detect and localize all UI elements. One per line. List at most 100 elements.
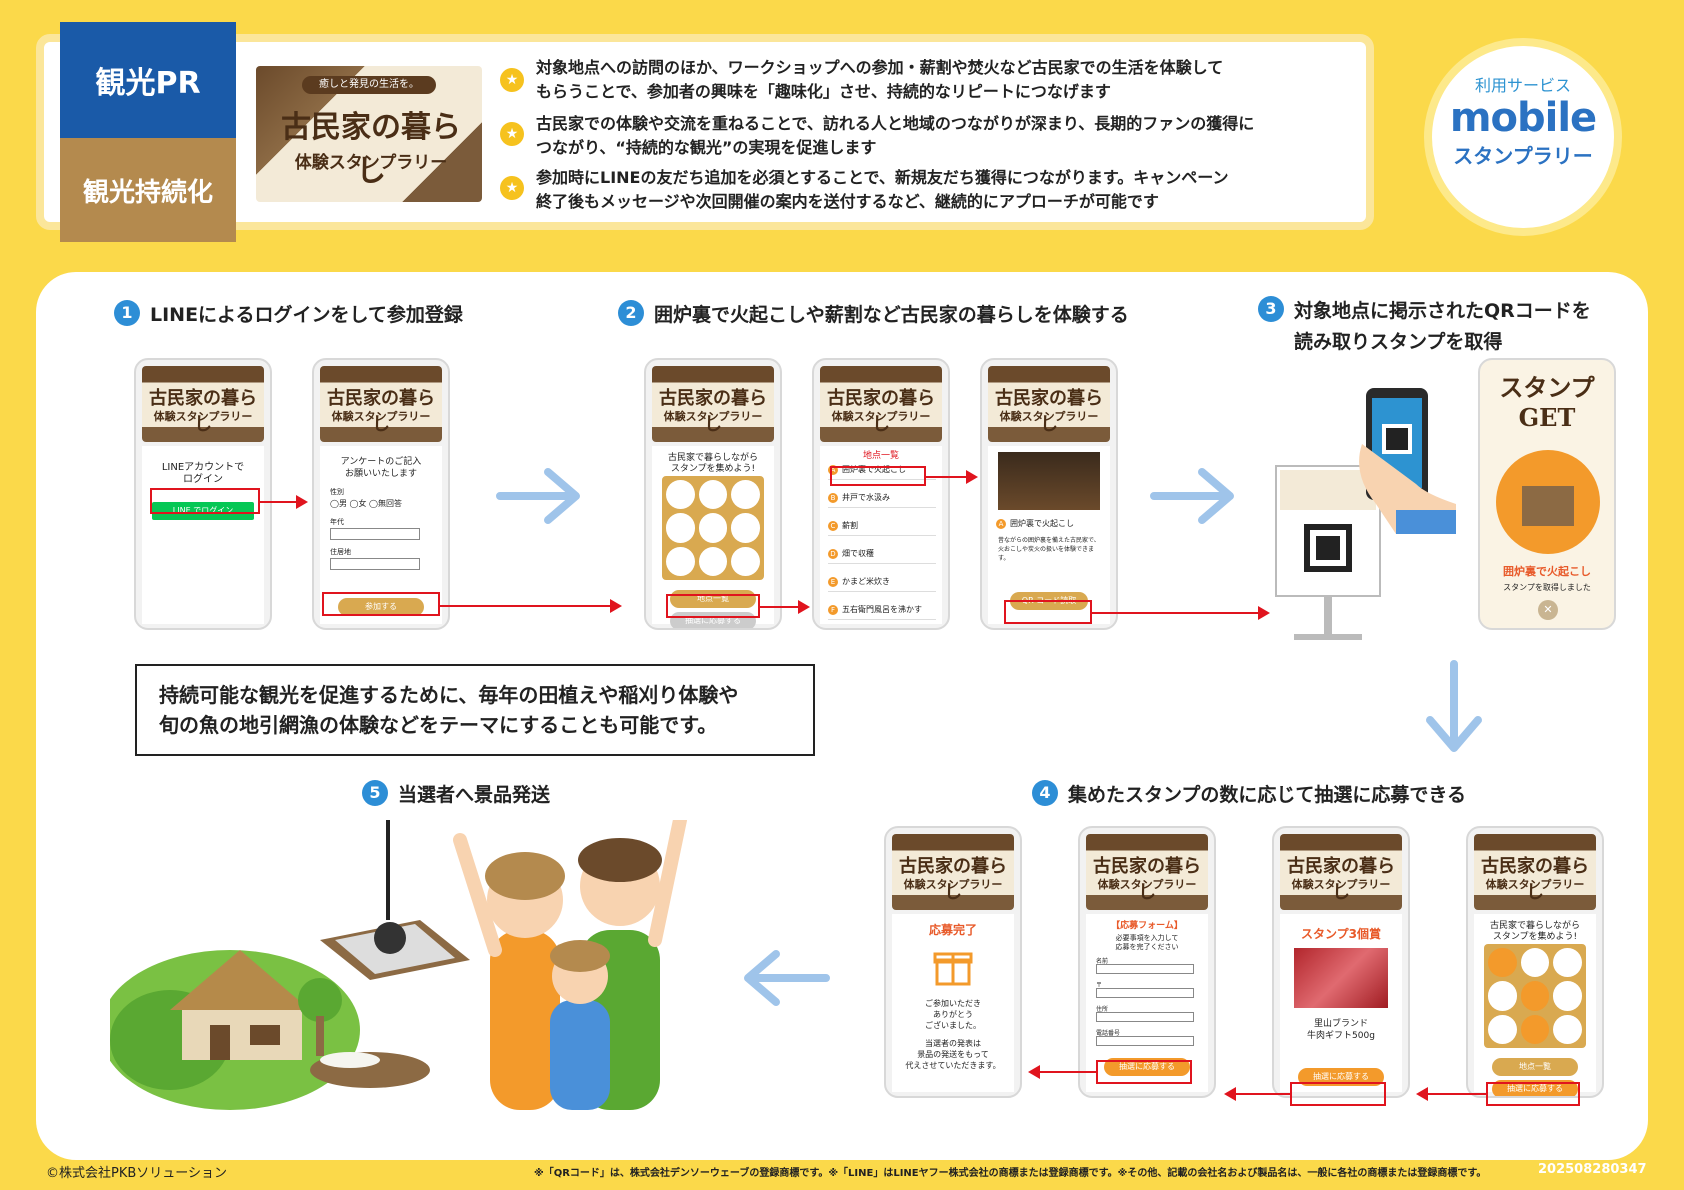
- stamp-slot: [1520, 948, 1550, 978]
- phone-header-title: 古民家の暮らし: [1287, 856, 1395, 903]
- prize-delivery-illustration: [110, 820, 687, 1110]
- phone-header-title: 古民家の暮らし: [149, 388, 257, 435]
- phone-apply-complete: 古民家の暮らし体験スタンプラリー 応募完了 ご参加いただき ありがとう ございま…: [884, 826, 1022, 1098]
- step-5-number: 5: [362, 780, 388, 806]
- highlight-box: [1004, 600, 1092, 624]
- phone-header-subtitle: 体験スタンプラリー: [331, 410, 431, 423]
- phone-header: 古民家の暮らし体験スタンプラリー: [820, 366, 942, 442]
- bullet-1: 対象地点への訪問のほか、ワークショップへの参加・薪割や焚火など古民家での生活を体…: [536, 56, 1356, 104]
- spot-marker-icon: B: [828, 492, 838, 503]
- phone-header: 古民家の暮らし体験スタンプラリー: [1280, 834, 1402, 910]
- footer-copyright: ©株式会社PKBソリューション: [46, 1166, 228, 1181]
- red-arrow-head: [798, 600, 810, 614]
- star-icon: ★: [500, 176, 524, 200]
- spot-label: 五右衛門風呂を沸かす: [842, 605, 922, 614]
- note-box: 持続可能な観光を促進するために、毎年の田植えや稲刈り体験や 旬の魚の地引網漁の体…: [135, 664, 815, 756]
- service-label: 利用サービス: [1474, 76, 1571, 95]
- form-label-zip: 〒: [1096, 982, 1103, 989]
- spot-list-button[interactable]: 地点一覧: [1492, 1058, 1578, 1076]
- step-3-title: 3 対象地点に掲示されたQRコードを 読み取りスタンプを取得: [1258, 296, 1591, 354]
- bullet-3: 参加時にLINEの友だち追加を必須とすることで、新規友だち獲得につながります。キ…: [536, 166, 1356, 214]
- spot-marker-icon: E: [828, 576, 838, 587]
- stamp-grid: [1484, 944, 1586, 1048]
- red-arrow-head: [1028, 1065, 1040, 1079]
- form-text-1: 必要事項を入力して: [1115, 934, 1179, 942]
- footer-code: 202508280347: [1538, 1162, 1647, 1177]
- red-connector: [440, 605, 610, 607]
- spot-marker-icon: F: [828, 604, 838, 615]
- flow-arrow-right-icon: [1150, 468, 1234, 524]
- complete-text-1: ご参加いただき: [925, 999, 981, 1008]
- stamp-slot: [666, 513, 695, 543]
- stamp-card-text-1: 古民家で暮らしながら: [1489, 921, 1580, 931]
- survey-residence-input[interactable]: [330, 558, 420, 570]
- phone-header-subtitle: 体験スタンプラリー: [903, 878, 1003, 891]
- star-icon: ★: [500, 68, 524, 92]
- phone-apply-form: 古民家の暮らし体験スタンプラリー 【応募フォーム】 必要事項を入力して 応募を完…: [1078, 826, 1216, 1098]
- spot-item[interactable]: F 五右衛門風呂を沸かす: [828, 604, 936, 620]
- flow-arrow-left-icon: [744, 950, 830, 1006]
- highlight-box: [830, 466, 926, 486]
- step-1-text: LINEによるログインをして参加登録: [150, 304, 463, 326]
- step-4-text: 集めたスタンプの数に応じて抽選に応募できる: [1068, 784, 1467, 806]
- phone-header-title: 古民家の暮らし: [899, 856, 1007, 903]
- complete-text-3: ございました。: [925, 1021, 981, 1030]
- spot-marker-icon: A: [996, 518, 1006, 529]
- phone-header-title: 古民家の暮らし: [995, 388, 1103, 435]
- spot-label: 畑で収穫: [842, 549, 874, 558]
- step-2-text: 囲炉裏で火起こしや薪割など古民家の暮らしを体験する: [654, 304, 1129, 326]
- red-arrow-head: [1416, 1087, 1428, 1101]
- stamp-slot: [698, 513, 728, 543]
- hero-subtitle: 体験スタンプラリー: [294, 153, 448, 173]
- form-phone-input[interactable]: [1096, 1036, 1194, 1046]
- join-button[interactable]: 参加する: [338, 598, 424, 616]
- stamp-slot: [731, 513, 760, 543]
- line-login-button[interactable]: LINE でログイン: [152, 502, 254, 520]
- apply-lottery-button[interactable]: 抽選に応募する: [1104, 1058, 1190, 1076]
- survey-age-input[interactable]: [330, 528, 420, 540]
- login-text-2: ログイン: [183, 474, 223, 485]
- apply-lottery-button[interactable]: 抽選に応募する: [1298, 1068, 1384, 1086]
- phone-body: スタンプ3個賞 里山ブランド 牛肉ギフト500g 抽選に応募する: [1280, 914, 1402, 1092]
- phone-body: アンケートのご記入 お願いいたします 性別 ◯男 ◯女 ◯無回答 年代 住居地 …: [320, 446, 442, 624]
- step-2-title: 2 囲炉裏で火起こしや薪割など古民家の暮らしを体験する: [618, 300, 1129, 327]
- phone-header-subtitle: 体験スタンプラリー: [999, 410, 1099, 423]
- phone-header: 古民家の暮らし体験スタンプラリー: [320, 366, 442, 442]
- spot-marker-icon: C: [828, 520, 838, 531]
- step-1-number: 1: [114, 300, 140, 326]
- red-arrow-head: [966, 470, 978, 484]
- step-3-number: 3: [1258, 296, 1284, 322]
- form-zip-input[interactable]: [1096, 988, 1194, 998]
- tag-tourism-pr: 観光PR: [60, 22, 236, 138]
- highlight-box: [1486, 1082, 1580, 1106]
- survey-gender-options[interactable]: ◯男 ◯女 ◯無回答: [330, 499, 402, 508]
- form-address-input[interactable]: [1096, 1012, 1194, 1022]
- form-label-name: 名前: [1096, 958, 1109, 965]
- phone-header: 古民家の暮らし体験スタンプラリー: [1474, 834, 1596, 910]
- form-title: 【応募フォーム】: [1111, 921, 1183, 931]
- stamp-slot: [698, 546, 728, 576]
- red-connector: [1236, 1093, 1290, 1095]
- apply-lottery-button[interactable]: 抽選に応募する: [1492, 1080, 1578, 1096]
- step-3-text-line-1: 対象地点に掲示されたQRコードを: [1294, 300, 1591, 322]
- prize-text-1: 里山ブランド: [1313, 1019, 1368, 1029]
- stamp-filled: [1520, 981, 1550, 1011]
- flow-arrow-down-icon: [1426, 660, 1482, 752]
- stamp-slot: [731, 546, 760, 576]
- bullet-2: 古民家での体験や交流を重ねることで、訪れる人と地域のつながりが深まり、長期的ファ…: [536, 112, 1356, 160]
- close-icon[interactable]: ✕: [1538, 600, 1558, 620]
- stamp-grid: [662, 476, 764, 580]
- phone-header-title: 古民家の暮らし: [1093, 856, 1201, 903]
- form-name-input[interactable]: [1096, 964, 1194, 974]
- hero-banner: 癒しと発見の生活を。 古民家の暮らし 体験スタンプラリー: [256, 66, 482, 202]
- phone-body: 【応募フォーム】 必要事項を入力して 応募を完了ください 名前 〒 住所 電話番…: [1086, 914, 1208, 1092]
- red-arrow-head: [1224, 1087, 1236, 1101]
- phone-prize: 古民家の暮らし体験スタンプラリー スタンプ3個賞 里山ブランド 牛肉ギフト500…: [1272, 826, 1410, 1098]
